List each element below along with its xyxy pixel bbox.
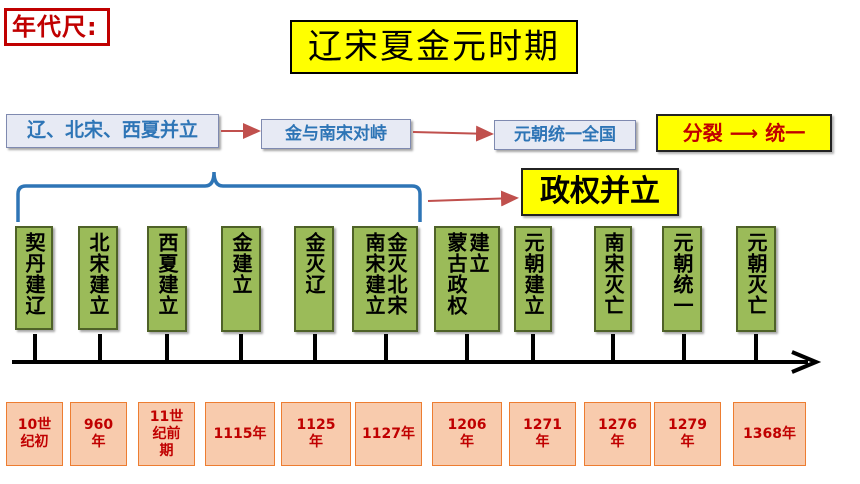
event-label: 元朝灭亡	[744, 232, 768, 316]
event-box: 南宋建立金灭北宋	[352, 226, 418, 332]
event-box: 南宋灭亡	[594, 226, 632, 332]
event-box: 金灭辽	[294, 226, 334, 332]
date-box: 1279 年	[654, 402, 721, 466]
event-box: 北宋建立	[78, 226, 118, 330]
event-box: 契丹建辽	[15, 226, 53, 330]
stage-jin-song: 金与南宋对峙	[261, 119, 411, 149]
event-box: 蒙古政权建立	[434, 226, 500, 332]
timeline-arrowhead	[791, 350, 822, 374]
date-box: 1368年	[733, 402, 806, 466]
date-box: 11世 纪前 期	[138, 402, 195, 466]
event-label: 元朝统一	[670, 232, 694, 316]
stage-liao-song-xia: 辽、北宋、西夏并立	[6, 114, 219, 148]
section-tag: 年代尺:	[4, 8, 110, 46]
event-box: 元朝灭亡	[736, 226, 776, 332]
event-label: 西夏建立	[155, 232, 179, 316]
event-label: 金建立	[229, 232, 253, 295]
event-box: 西夏建立	[147, 226, 187, 332]
curly-bracket	[16, 171, 422, 222]
date-box: 10世 纪初	[6, 402, 63, 466]
event-label: 金灭北宋	[384, 232, 408, 316]
event-label: 南宋灭亡	[601, 232, 625, 316]
event-label: 建立	[466, 232, 490, 274]
event-label: 元朝建立	[521, 232, 545, 316]
event-box: 金建立	[221, 226, 261, 332]
event-label: 金灭辽	[302, 232, 326, 295]
date-box: 1271 年	[509, 402, 576, 466]
date-box: 1206 年	[432, 402, 502, 466]
timeline-ticks	[33, 334, 758, 362]
summary-split-to-unify: 分裂 ⟶ 统一	[656, 114, 832, 152]
date-box: 1276 年	[584, 402, 651, 466]
date-box: 960 年	[70, 402, 127, 466]
event-box: 元朝建立	[514, 226, 552, 332]
date-box: 1127年	[355, 402, 422, 466]
date-box: 1125 年	[281, 402, 351, 466]
event-label: 南宋建立	[362, 232, 386, 316]
page-title: 辽宋夏金元时期	[290, 20, 578, 74]
event-label: 契丹建辽	[22, 232, 46, 316]
bracket-label: 政权并立	[521, 168, 679, 216]
stage-yuan-unify: 元朝统一全国	[494, 120, 636, 150]
date-box: 1115年	[205, 402, 275, 466]
event-box: 元朝统一	[662, 226, 702, 332]
bracket-arrow	[427, 190, 519, 207]
event-label: 蒙古政权	[444, 232, 468, 316]
event-label: 北宋建立	[86, 232, 110, 316]
stage-arrow-2	[412, 125, 494, 142]
